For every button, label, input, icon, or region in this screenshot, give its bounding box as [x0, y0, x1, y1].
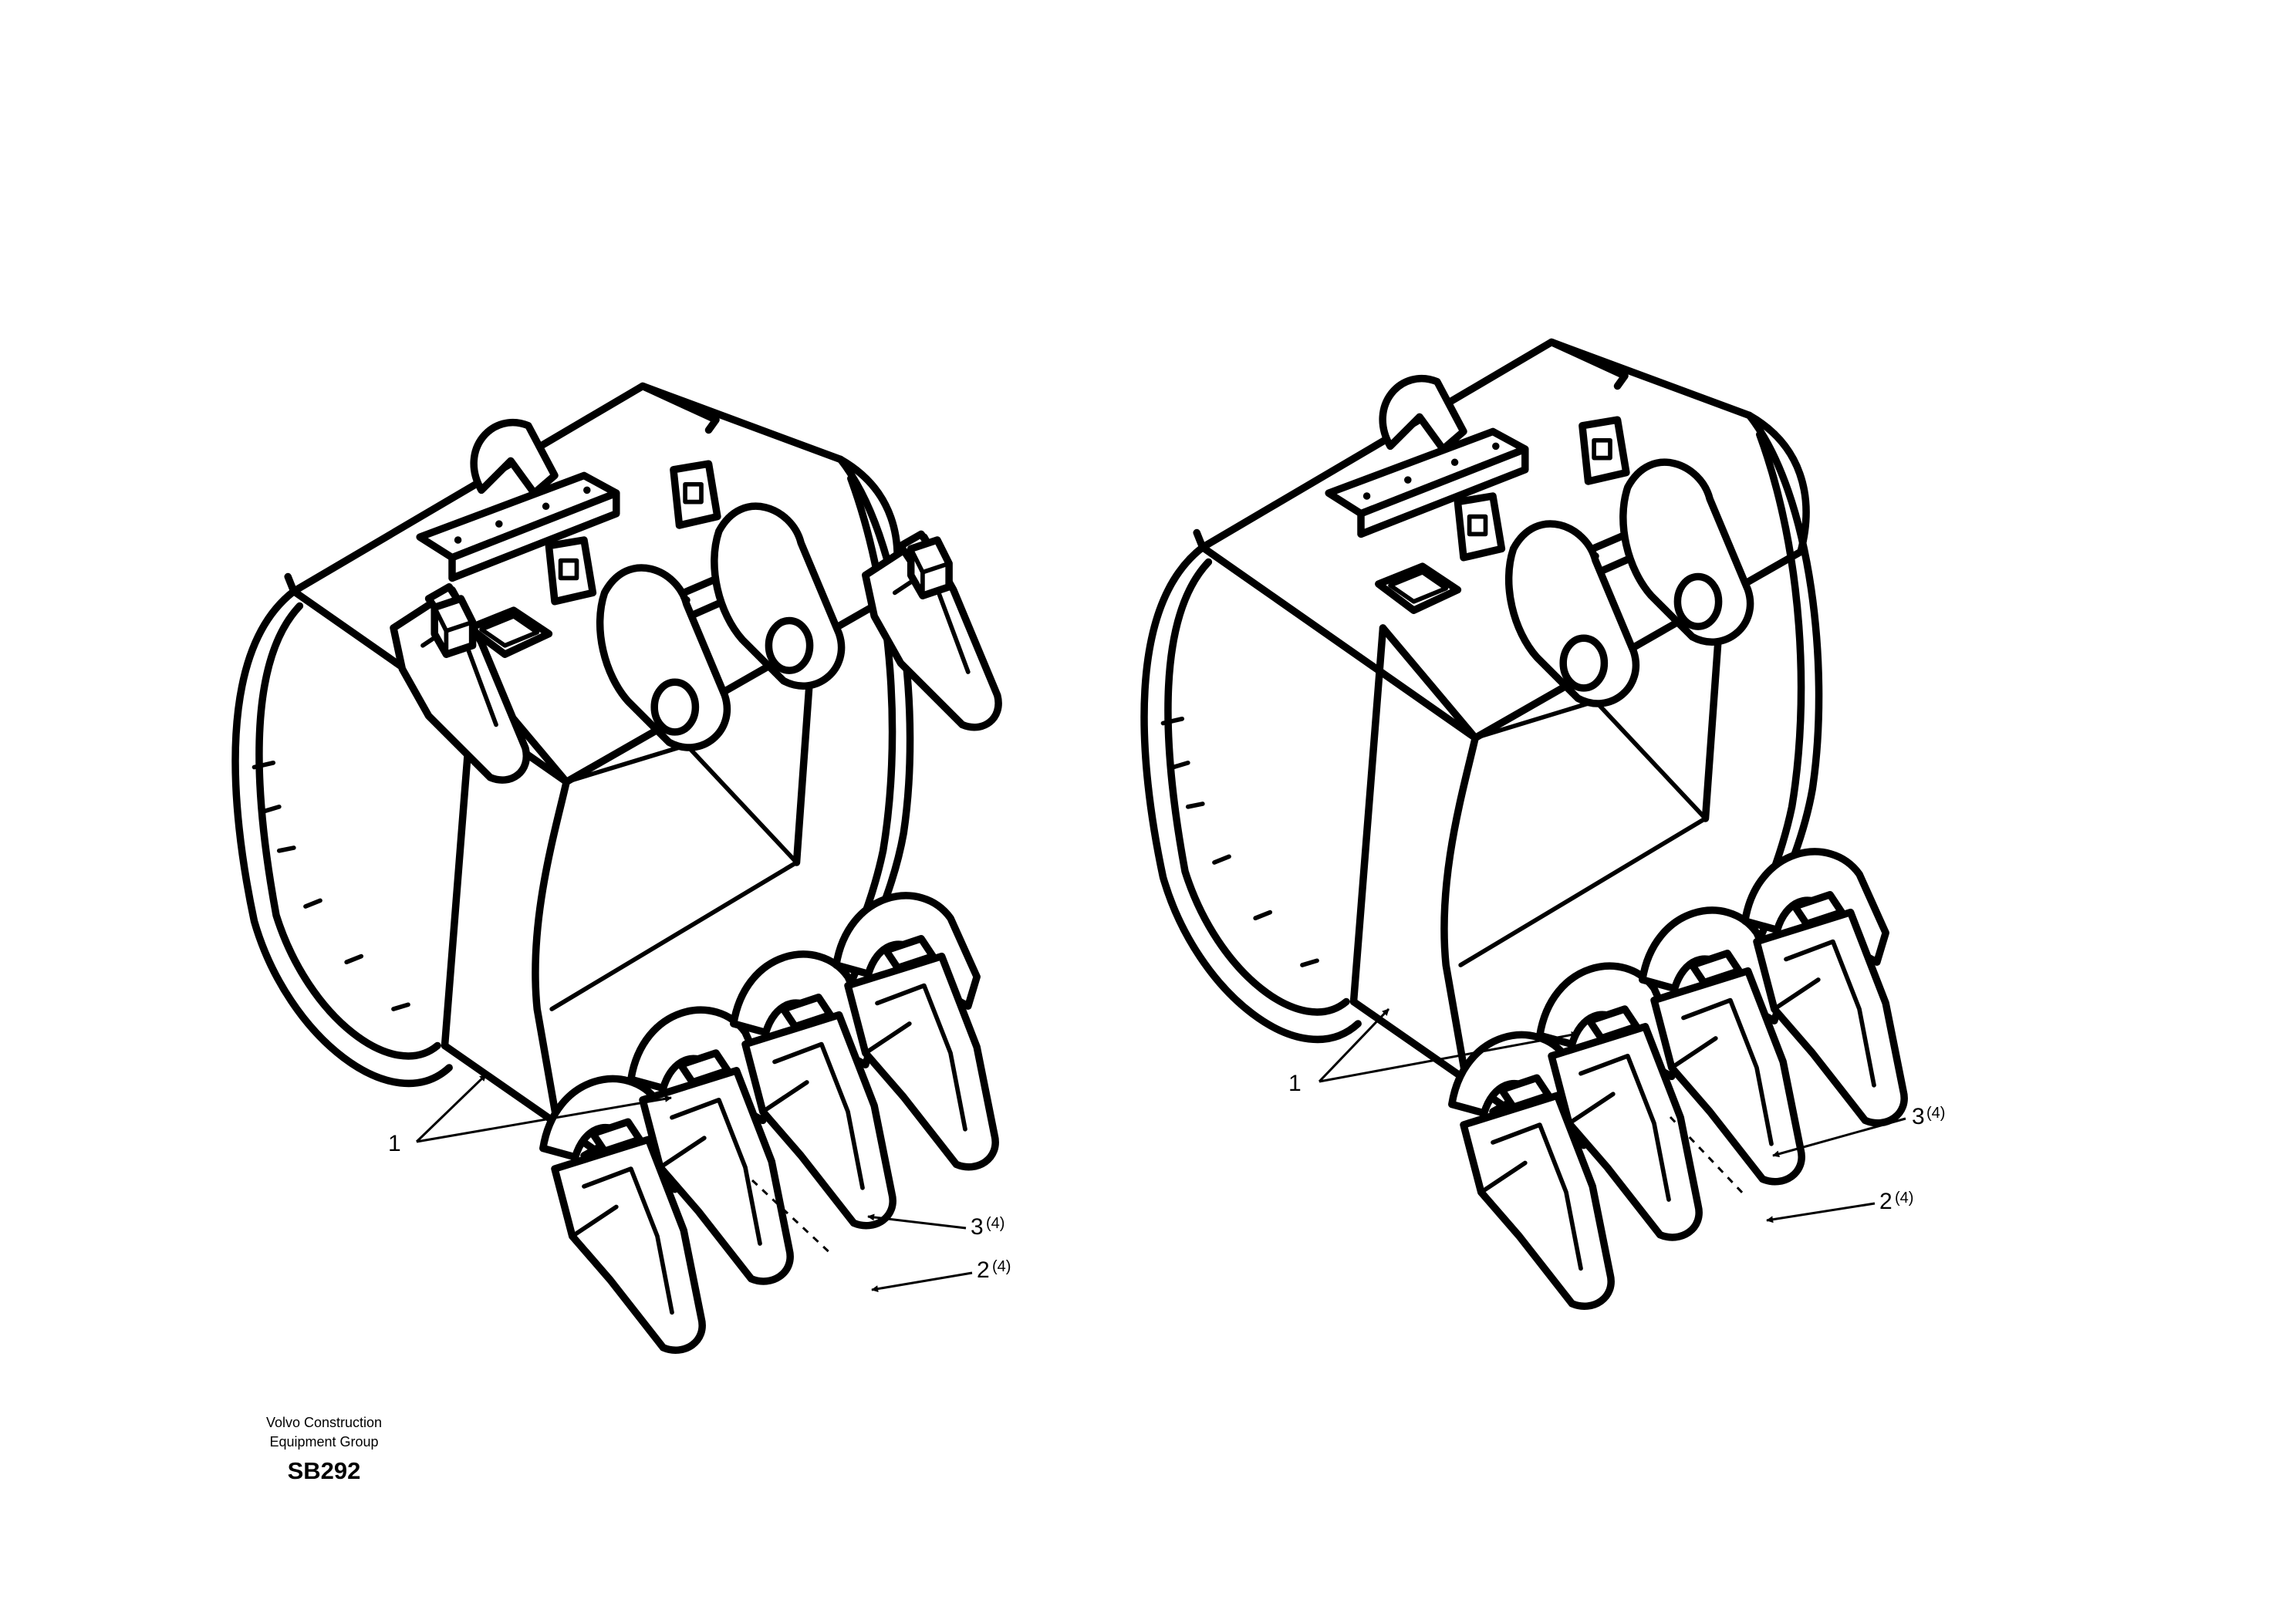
callout-2-qty-left: (4) [992, 1258, 1011, 1275]
callout-3-right: 3 [1912, 1104, 1925, 1129]
leader-2-left [871, 1271, 973, 1293]
assembly-line-right [1669, 1115, 1747, 1197]
leader-1b-left [416, 1095, 672, 1143]
company-line-1: Volvo Construction [266, 1415, 382, 1430]
callouts-right: 1 3 (4) 2 (4) [1288, 1007, 1945, 1223]
leader-1b-right [1319, 1031, 1578, 1083]
leader-1a-right [1318, 1007, 1390, 1083]
retainer-pin-part3-right [911, 540, 949, 596]
callouts-left: 1 3 (4) 2 (4) [388, 1073, 1011, 1293]
callout-2-right: 2 [1879, 1189, 1893, 1214]
leader-1a-left [415, 1073, 488, 1143]
bucket-left-view [235, 386, 995, 1351]
callout-2-qty-right: (4) [1895, 1190, 1913, 1207]
retainer-pin-part3-left [434, 599, 472, 654]
callout-1-left: 1 [388, 1131, 401, 1156]
callout-1-right: 1 [1288, 1071, 1302, 1096]
callout-3-left: 3 [971, 1214, 984, 1240]
leader-3-left [867, 1213, 967, 1230]
company-line-2: Equipment Group [269, 1434, 378, 1450]
figure-code: SB292 [288, 1457, 361, 1484]
leader-3-right [1772, 1117, 1906, 1158]
leader-2-right [1766, 1202, 1876, 1223]
callout-3-qty-right: (4) [1926, 1105, 1945, 1122]
bucket-right-view [866, 343, 1904, 1307]
assembly-line-left [751, 1179, 835, 1257]
title-block: Volvo Construction Equipment Group SB292 [266, 1415, 382, 1484]
callout-2-left: 2 [977, 1257, 990, 1283]
callout-3-qty-left: (4) [986, 1215, 1004, 1232]
